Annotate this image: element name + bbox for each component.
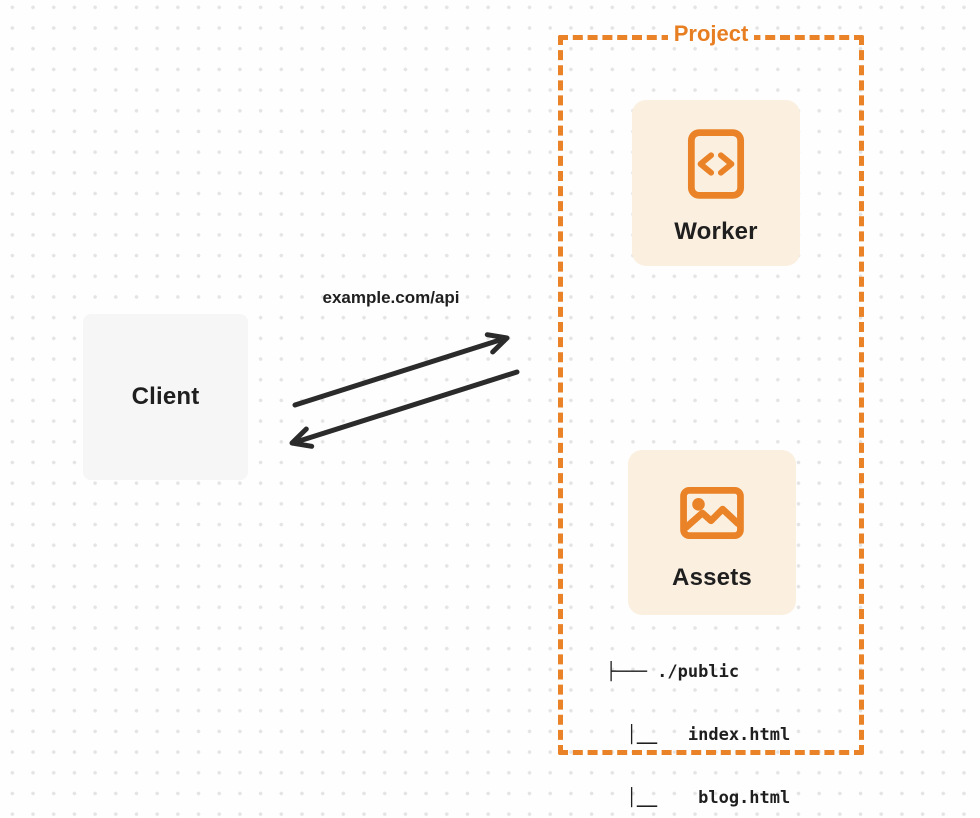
assets-node: Assets [628, 450, 796, 615]
worker-node-label: Worker [674, 218, 758, 245]
file-tree-line: │__ index.html [606, 725, 791, 745]
client-node: Client [83, 314, 248, 480]
file-tree-line: │__ blog.html [606, 788, 791, 808]
client-node-label: Client [131, 383, 200, 410]
image-icon [679, 486, 745, 540]
project-title: Project [558, 21, 864, 47]
file-tree-line: ├─── ./public [606, 662, 740, 682]
assets-file-tree: ├─── ./public │__ index.html │__ blog.ht… [606, 620, 790, 818]
worker-node: Worker [632, 100, 800, 266]
assets-node-label: Assets [672, 564, 752, 591]
code-document-icon [687, 128, 745, 200]
response-arrow [289, 369, 520, 449]
request-url-label: example.com/api [322, 288, 460, 307]
request-arrow [292, 332, 510, 408]
